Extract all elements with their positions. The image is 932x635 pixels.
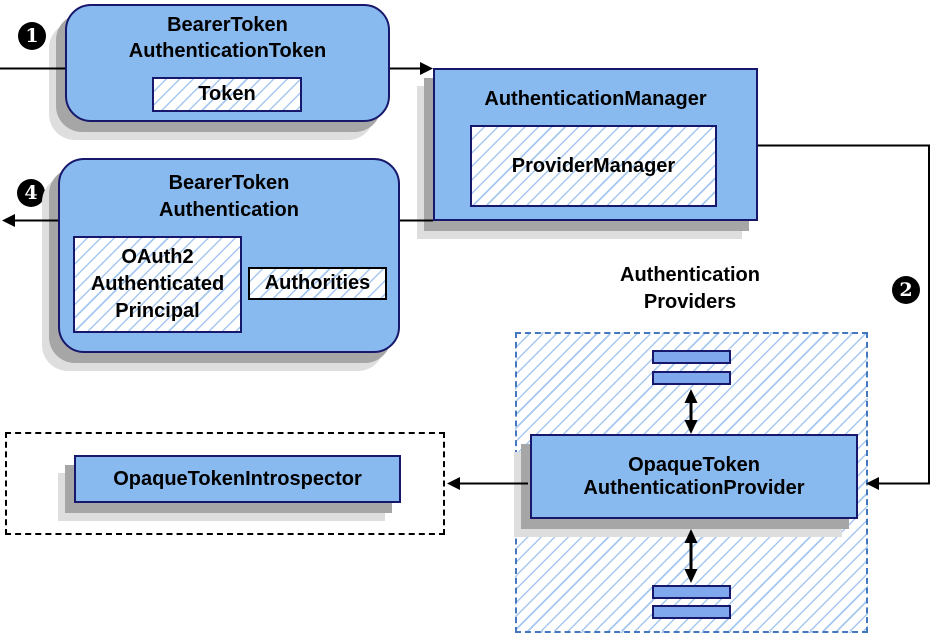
arrowhead-left-icon	[447, 477, 460, 490]
token-box: Token	[152, 77, 302, 112]
provider-item-bar	[652, 371, 731, 385]
provider-item-bar	[652, 605, 731, 619]
principal-line1: OAuth2	[121, 246, 194, 268]
introspector-container: OpaqueTokenIntrospector	[5, 432, 445, 535]
opaque-token-introspector-label: OpaqueTokenIntrospector	[113, 467, 362, 490]
authentication-providers-label-line2: Providers	[643, 291, 737, 313]
step-1-badge: 1	[18, 22, 46, 50]
authentication-providers-container: OpaqueToken AuthenticationProvider	[515, 332, 868, 633]
opaque-token-authentication-provider-title-line1: OpaqueToken	[628, 453, 760, 476]
authentication-manager-node: AuthenticationManager ProviderManager	[433, 68, 758, 221]
authentication-providers-label: Authentication Providers	[560, 262, 820, 316]
provider-item-bar	[652, 585, 731, 599]
authentication-providers-label-line1: Authentication	[620, 264, 760, 286]
principal-line3: Principal	[115, 300, 200, 322]
token-label: Token	[198, 83, 256, 105]
bearer-token-authentication-title-line2: Authentication	[159, 199, 299, 221]
principal-line2: Authenticated	[90, 273, 225, 295]
opaque-token-authentication-provider-title-line2: AuthenticationProvider	[583, 476, 805, 499]
bearer-token-authentication-token-title-line2: AuthenticationToken	[128, 40, 327, 62]
step-2-badge: 2	[892, 276, 920, 304]
provider-manager-box: ProviderManager	[470, 125, 717, 207]
arrowhead-left-icon	[2, 214, 15, 227]
bearer-token-authentication-token-title-line1: BearerToken	[167, 14, 288, 36]
opaque-token-introspector-node: OpaqueTokenIntrospector	[74, 455, 401, 503]
bearer-token-authentication-token-node: BearerToken AuthenticationToken Token	[65, 4, 390, 122]
arrowhead-right-icon	[420, 62, 433, 75]
provider-manager-label: ProviderManager	[511, 154, 676, 177]
provider-item-bar	[652, 350, 731, 364]
authorities-box: Authorities	[248, 267, 387, 300]
bearer-token-authentication-title-line1: BearerToken	[168, 172, 290, 194]
authentication-manager-title: AuthenticationManager	[484, 88, 707, 110]
opaque-token-authentication-provider-node: OpaqueToken AuthenticationProvider	[530, 434, 858, 519]
authorities-label: Authorities	[264, 272, 371, 294]
oauth2-authenticated-principal-box: OAuth2 Authenticated Principal	[73, 236, 242, 333]
bearer-token-authentication-node: BearerToken Authentication OAuth2 Authen…	[58, 158, 400, 353]
step-4-badge: 4	[17, 179, 45, 207]
